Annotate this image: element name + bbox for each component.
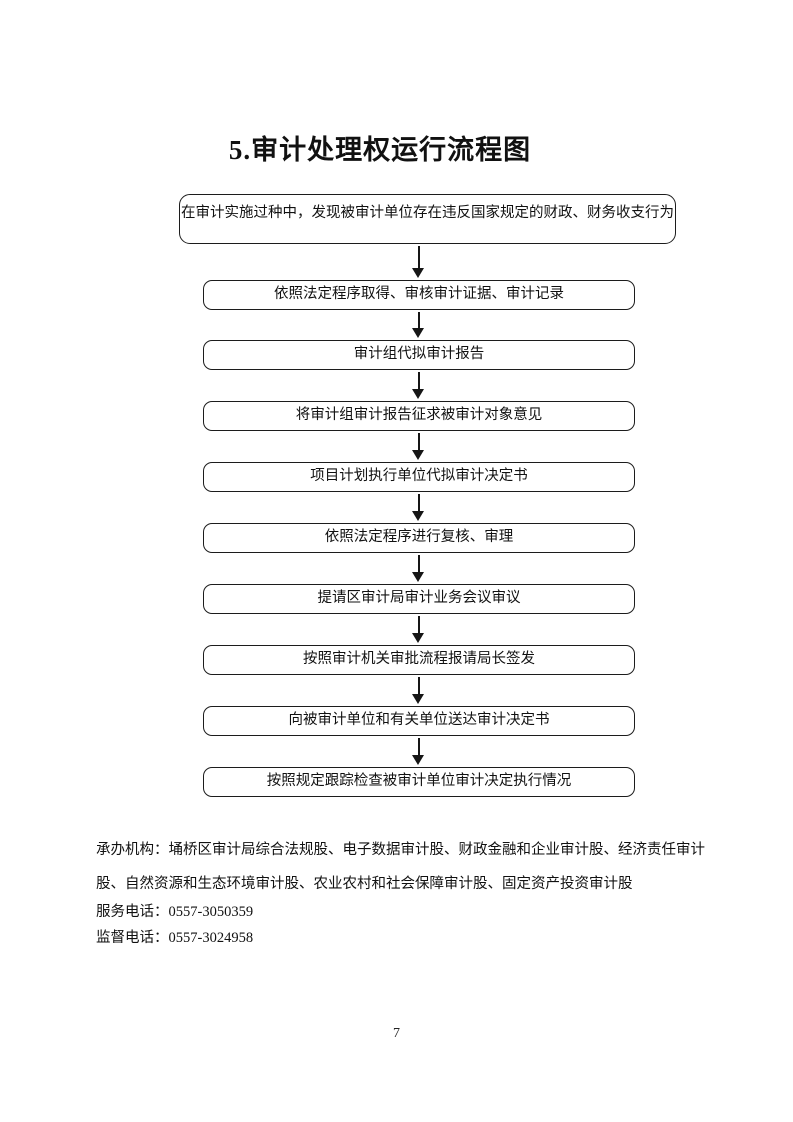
- arrow-down-icon: [412, 677, 425, 704]
- flow-step-box-5: 依照法定程序进行复核、审理: [203, 523, 635, 553]
- flow-step-label: 审计组代拟审计报告: [353, 346, 485, 363]
- flow-step-label: 项目计划执行单位代拟审计决定书: [310, 468, 528, 485]
- flow-step-label: 按照规定跟踪检查被审计单位审计决定执行情况: [266, 773, 572, 790]
- flow-step-box-9: 按照规定跟踪检查被审计单位审计决定执行情况: [203, 767, 635, 797]
- arrow-down-icon: [412, 433, 425, 460]
- flow-step-label: 依照法定程序取得、审核审计证据、审计记录: [274, 286, 564, 303]
- arrow-down-icon: [412, 372, 425, 399]
- page-number: 7: [393, 1026, 400, 1041]
- footer-service-phone: 服务电话：0557-3050359: [96, 904, 254, 920]
- arrow-down-icon: [412, 246, 425, 278]
- flow-step-label: 将审计组审计报告征求被审计对象意见: [295, 407, 543, 424]
- footer-supervision-phone: 监督电话：0557-3024958: [96, 930, 254, 946]
- flow-start-label: 在审计实施过种中，发现被审计单位存在违反国家规定的财政、财务收支行为: [181, 205, 674, 221]
- flow-step-label: 按照审计机关审批流程报请局长签发: [303, 651, 535, 668]
- arrow-down-icon: [412, 738, 425, 765]
- arrow-down-icon: [412, 312, 425, 338]
- flow-step-box-4: 项目计划执行单位代拟审计决定书: [203, 462, 635, 492]
- flow-step-box-3: 将审计组审计报告征求被审计对象意见: [203, 401, 635, 431]
- flow-step-box-2: 审计组代拟审计报告: [203, 340, 635, 370]
- flow-step-box-1: 依照法定程序取得、审核审计证据、审计记录: [203, 280, 635, 310]
- flow-step-box-7: 按照审计机关审批流程报请局长签发: [203, 645, 635, 675]
- flow-step-label: 向被审计单位和有关单位送达审计决定书: [288, 712, 550, 729]
- arrow-down-icon: [412, 555, 425, 582]
- footer-agency-line-1: 承办机构：埇桥区审计局综合法规股、电子数据审计股、财政金融和企业审计股、经济责任…: [96, 842, 705, 858]
- flow-step-box-6: 提请区审计局审计业务会议审议: [203, 584, 635, 614]
- flow-step-box-8: 向被审计单位和有关单位送达审计决定书: [203, 706, 635, 736]
- arrow-down-icon: [412, 494, 425, 521]
- flow-step-label: 提请区审计局审计业务会议审议: [317, 590, 521, 607]
- page-title: 5.审计处理权运行流程图: [228, 135, 532, 165]
- arrow-down-icon: [412, 616, 425, 643]
- flow-start-box: 在审计实施过种中，发现被审计单位存在违反国家规定的财政、财务收支行为: [179, 194, 676, 244]
- flow-step-label: 依照法定程序进行复核、审理: [324, 529, 514, 546]
- footer-agency-line-2: 股、自然资源和生态环境审计股、农业农村和社会保障审计股、固定资产投资审计股: [96, 876, 633, 892]
